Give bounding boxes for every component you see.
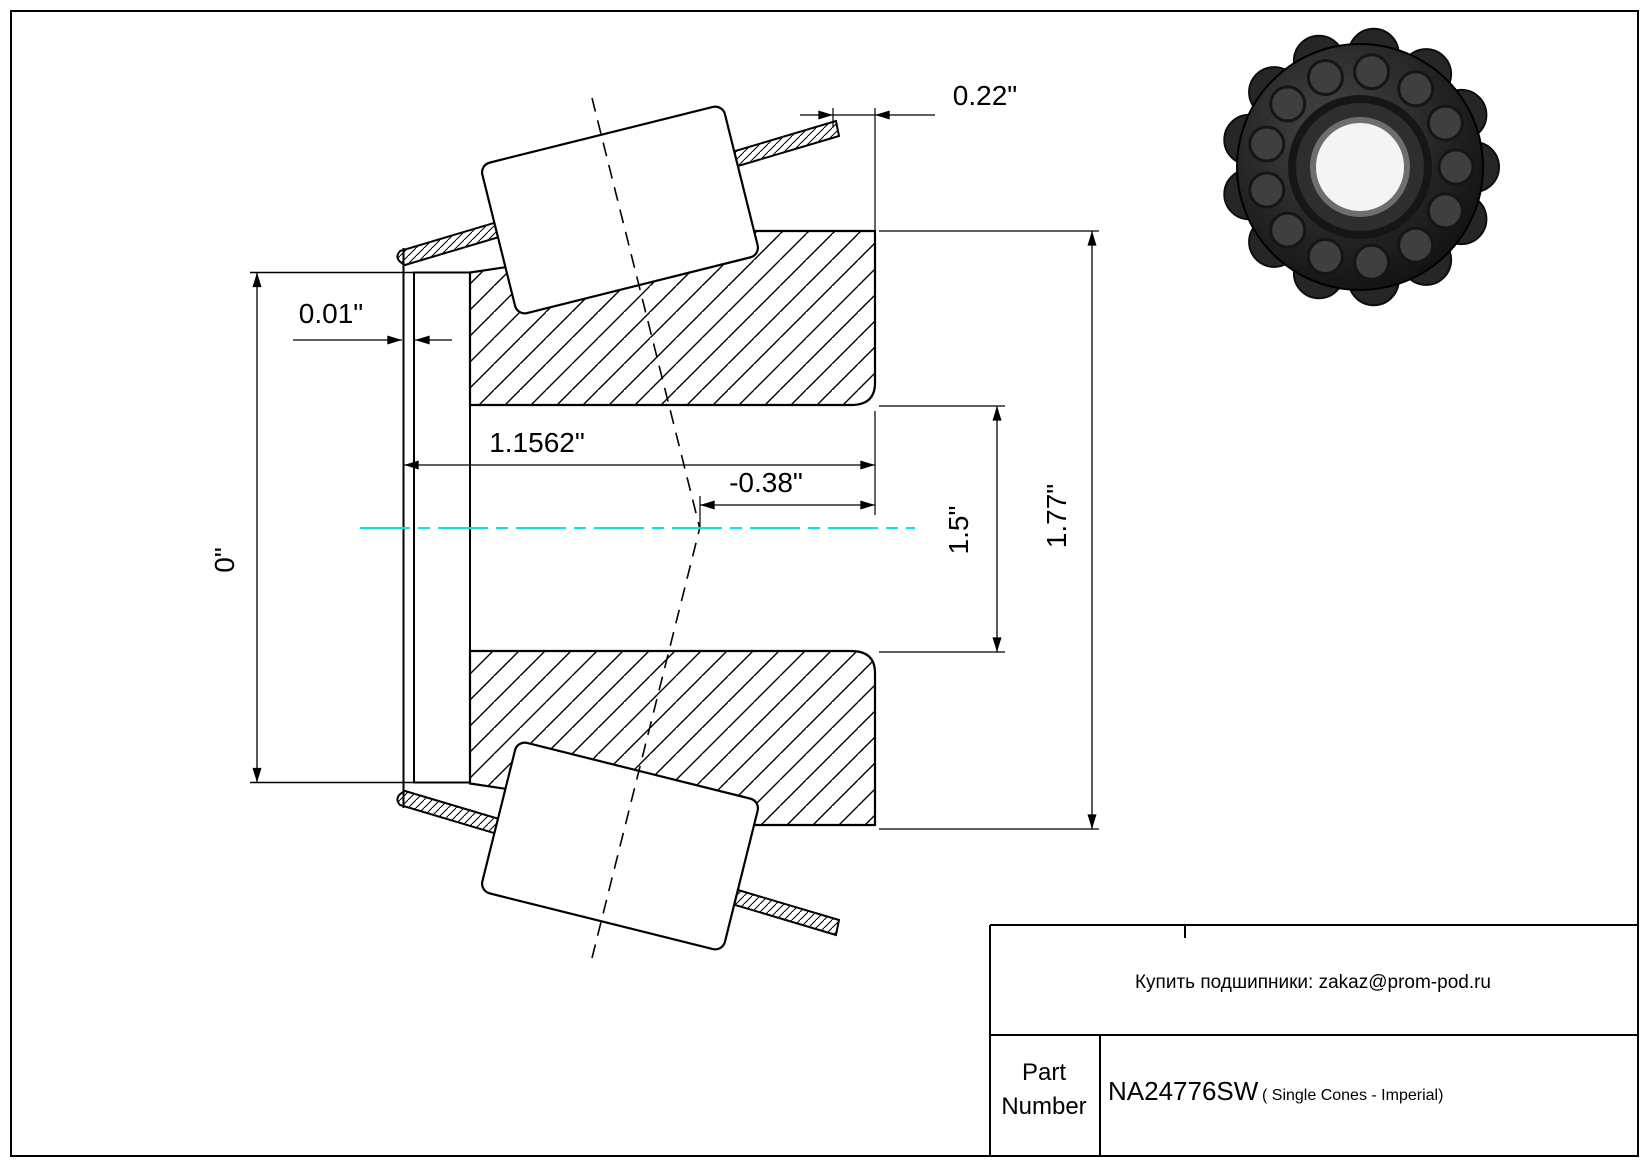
page-border	[10, 10, 1639, 1157]
dim-label-bore-diameter: 1.5"	[943, 506, 974, 555]
dimension-cup-overhang: 0.22"	[800, 80, 1017, 231]
bearing-cross-section	[250, 97, 877, 959]
bearing-photo-bore	[1310, 117, 1410, 217]
contact-text: Купить подшипники: zakaz@prom-pod.ru	[1135, 972, 1491, 993]
dim-label-cone-width: 1.1562"	[489, 427, 585, 458]
dim-label-front-face-gap: 0.01"	[299, 298, 363, 329]
bearing-photo	[1223, 27, 1500, 307]
roller-axis-top	[591, 97, 701, 530]
dim-label-apex-offset: -0.38"	[729, 467, 803, 498]
dim-label-rib-diameter: 1.77"	[1041, 484, 1072, 548]
roller-axis-bottom	[591, 526, 701, 959]
title-block: Купить подшипники: zakaz@prom-pod.ru Par…	[989, 924, 1638, 1156]
dimension-front-face-gap: 0.01"	[293, 298, 452, 345]
dim-label-cup-overhang: 0.22"	[953, 80, 1017, 111]
dimension-bore-diameter: 1.5"	[879, 405, 1005, 653]
dimension-datum: 0"	[209, 272, 262, 783]
dimension-cone-width: 1.1562"	[404, 411, 876, 515]
part-label-line2: Number	[1001, 1093, 1086, 1120]
part-label-line1: Part	[1022, 1059, 1066, 1086]
dimension-apex-offset: -0.38"	[699, 467, 875, 529]
part-number-value: NA24776SW	[1108, 1076, 1259, 1106]
dimension-rib-diameter: 1.77"	[879, 230, 1099, 830]
dim-label-datum: 0"	[209, 547, 240, 573]
part-description: ( Single Cones - Imperial)	[1262, 1087, 1443, 1104]
bearing-photo-roller-faces	[1248, 53, 1475, 281]
dimensions: 0.22" 0.01" 1.1562" -0.38" 1.5"	[209, 80, 1099, 830]
